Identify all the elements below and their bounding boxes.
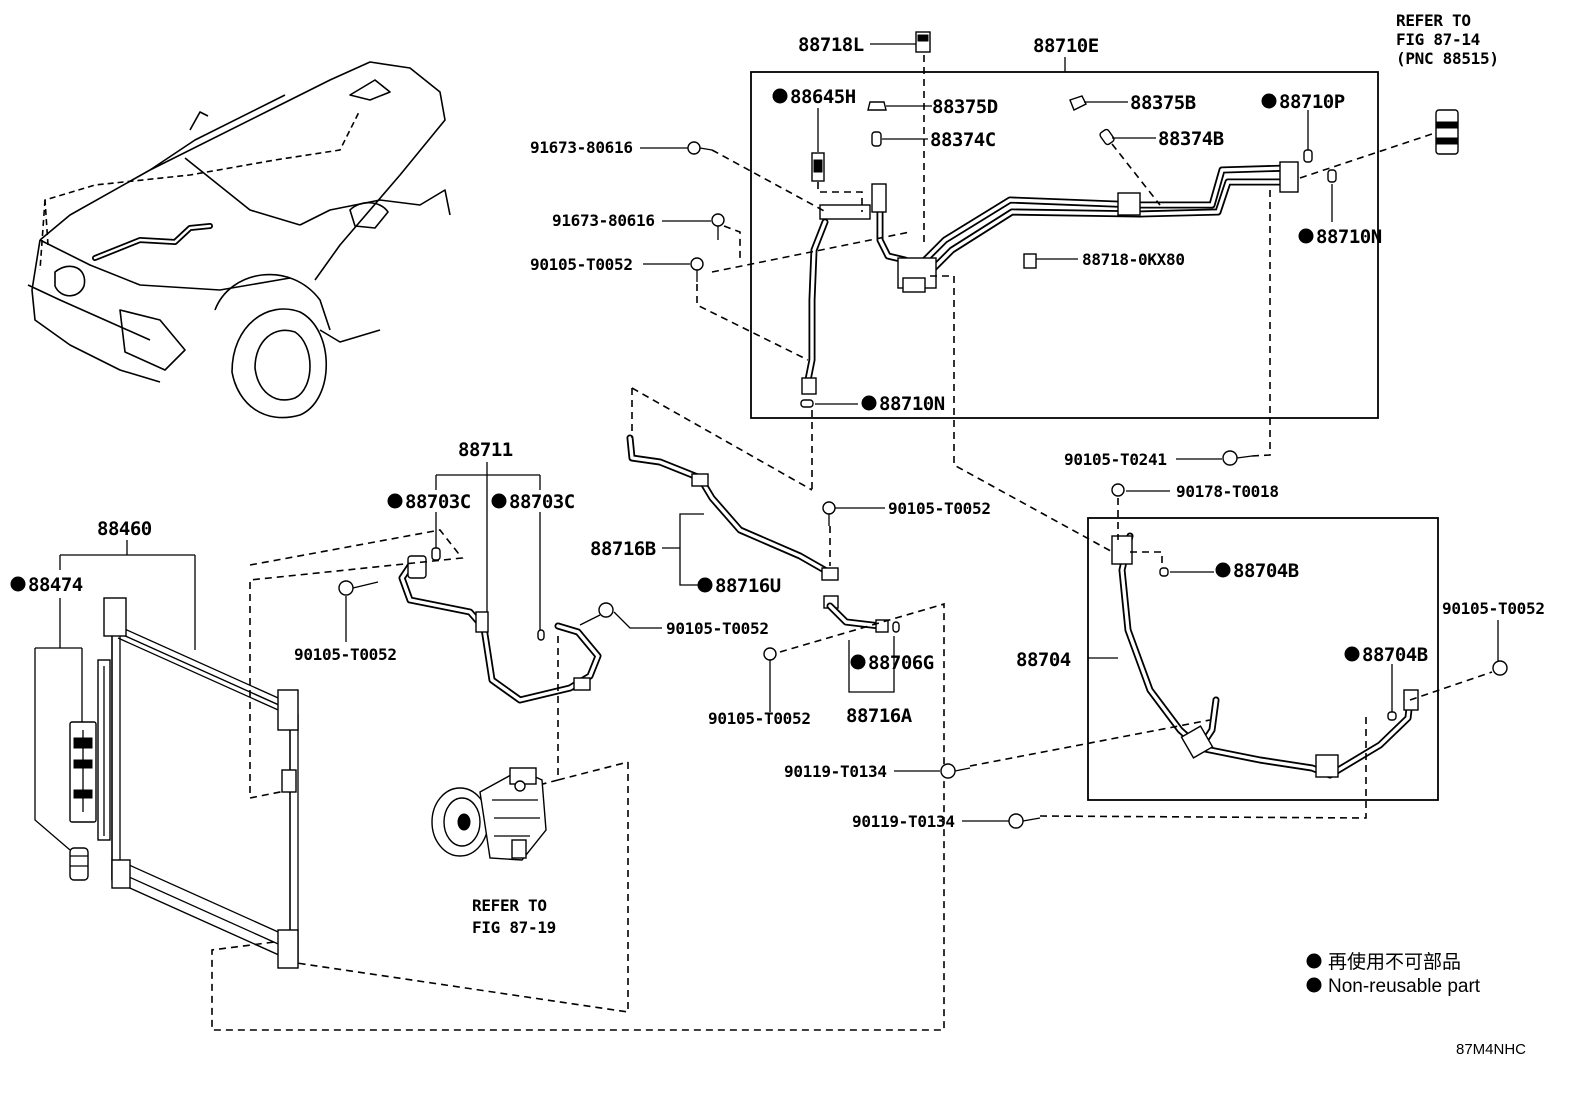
label-88375B: 88375B	[1130, 92, 1196, 114]
label-88703C-left: 88703C	[405, 491, 471, 513]
label-88375D: 88375D	[932, 96, 998, 118]
label-88704B-top: 88704B	[1233, 560, 1299, 582]
dashed-guides-88704	[969, 498, 1493, 819]
label-90105-T0052-right: 90105-T0052	[1442, 599, 1545, 618]
label-88645H: 88645H	[790, 86, 856, 108]
label-88716A: 88716A	[846, 705, 913, 727]
legend-marker-icon	[1306, 953, 1322, 969]
label-88706G: 88706G	[868, 652, 934, 674]
non-reusable-marker-icon	[1261, 93, 1277, 109]
label-90105-T0052-low: 90105-T0052	[708, 709, 811, 728]
leader-lines-88711	[345, 462, 662, 642]
label-90119-T0134-b: 90119-T0134	[852, 812, 955, 831]
refer-fig-87-19-line2: FIG 87-19	[472, 918, 556, 937]
hose-88704	[1111, 532, 1419, 779]
label-88710P: 88710P	[1279, 91, 1345, 113]
label-90119-T0134-a: 90119-T0134	[784, 762, 887, 781]
non-reusable-marker-icon	[387, 493, 403, 509]
label-90105-T0241: 90105-T0241	[1064, 450, 1167, 469]
part-labels: 88718L 88710E REFER TO FIG 87-14 (PNC 88…	[10, 11, 1545, 937]
assembly-box-88704	[1087, 517, 1439, 801]
refer-fig-87-19-line1: REFER TO	[472, 896, 547, 915]
discharge-hose-88716B	[626, 434, 900, 633]
non-reusable-marker-icon	[861, 395, 877, 411]
non-reusable-marker-icon	[697, 577, 713, 593]
legend-text-en: Non-reusable part	[1328, 976, 1481, 997]
dashed-guides-center	[211, 387, 945, 1031]
label-88710N-right: 88710N	[1316, 226, 1382, 248]
non-reusable-marker-icon	[772, 88, 788, 104]
label-90105-T0052-mid: 90105-T0052	[666, 619, 769, 638]
label-88711: 88711	[458, 439, 513, 461]
non-reusable-marker-icon	[491, 493, 507, 509]
label-88704: 88704	[1016, 649, 1071, 671]
non-reusable-marker-icon	[1344, 646, 1360, 662]
label-90105-T0052-left: 90105-T0052	[294, 645, 397, 664]
refer-fig-87-14-line1: REFER TO	[1396, 11, 1471, 30]
label-88718L: 88718L	[798, 34, 864, 56]
receiver-88474	[69, 721, 97, 881]
label-90105-T0052-top: 90105-T0052	[530, 255, 633, 274]
label-88374B: 88374B	[1158, 128, 1224, 150]
liquid-tube-88710E	[801, 161, 1299, 395]
label-88716U: 88716U	[715, 575, 781, 597]
label-88374C: 88374C	[930, 129, 996, 151]
suction-hose-88711	[338, 547, 614, 704]
non-reusable-marker-icon	[850, 654, 866, 670]
label-91673-80616-a: 91673-80616	[530, 138, 633, 157]
compressor	[431, 767, 547, 861]
non-reusable-marker-icon	[1298, 228, 1314, 244]
dashed-guides-88711	[249, 529, 629, 799]
label-88703C-right: 88703C	[509, 491, 575, 513]
label-88704B-bottom: 88704B	[1362, 644, 1428, 666]
legend: 再使用不可部品 Non-reusable part	[1306, 951, 1481, 997]
leader-lines-center	[662, 513, 895, 712]
legend-text-cn: 再使用不可部品	[1328, 951, 1461, 973]
dashed-guides-top	[696, 55, 1433, 556]
fittings-88710E	[800, 31, 1337, 408]
label-88460: 88460	[97, 518, 152, 540]
label-88718-0KX80: 88718-0KX80	[1082, 250, 1185, 269]
condenser-88460	[97, 597, 299, 969]
label-90178-T0018: 90178-T0018	[1176, 482, 1279, 501]
refer-fig-87-14-line3: (PNC 88515)	[1396, 49, 1499, 68]
label-88716B: 88716B	[590, 538, 656, 560]
label-88710E: 88710E	[1033, 35, 1099, 57]
label-88710N-bottom: 88710N	[879, 393, 945, 415]
figure-code: 87M4NHC	[1456, 1041, 1526, 1058]
label-88474: 88474	[28, 574, 83, 596]
vehicle-illustration	[27, 61, 451, 419]
pnc-88515-fitting	[1435, 109, 1459, 155]
leader-lines-88704	[894, 571, 1508, 829]
label-91673-80616-b: 91673-80616	[552, 211, 655, 230]
refer-fig-87-14-line2: FIG 87-14	[1396, 30, 1480, 49]
legend-marker-icon	[1306, 977, 1322, 993]
leader-lines-condenser	[34, 540, 196, 851]
non-reusable-marker-icon	[10, 576, 26, 592]
label-90105-T0052-center: 90105-T0052	[888, 499, 991, 518]
non-reusable-marker-icon	[1215, 562, 1231, 578]
